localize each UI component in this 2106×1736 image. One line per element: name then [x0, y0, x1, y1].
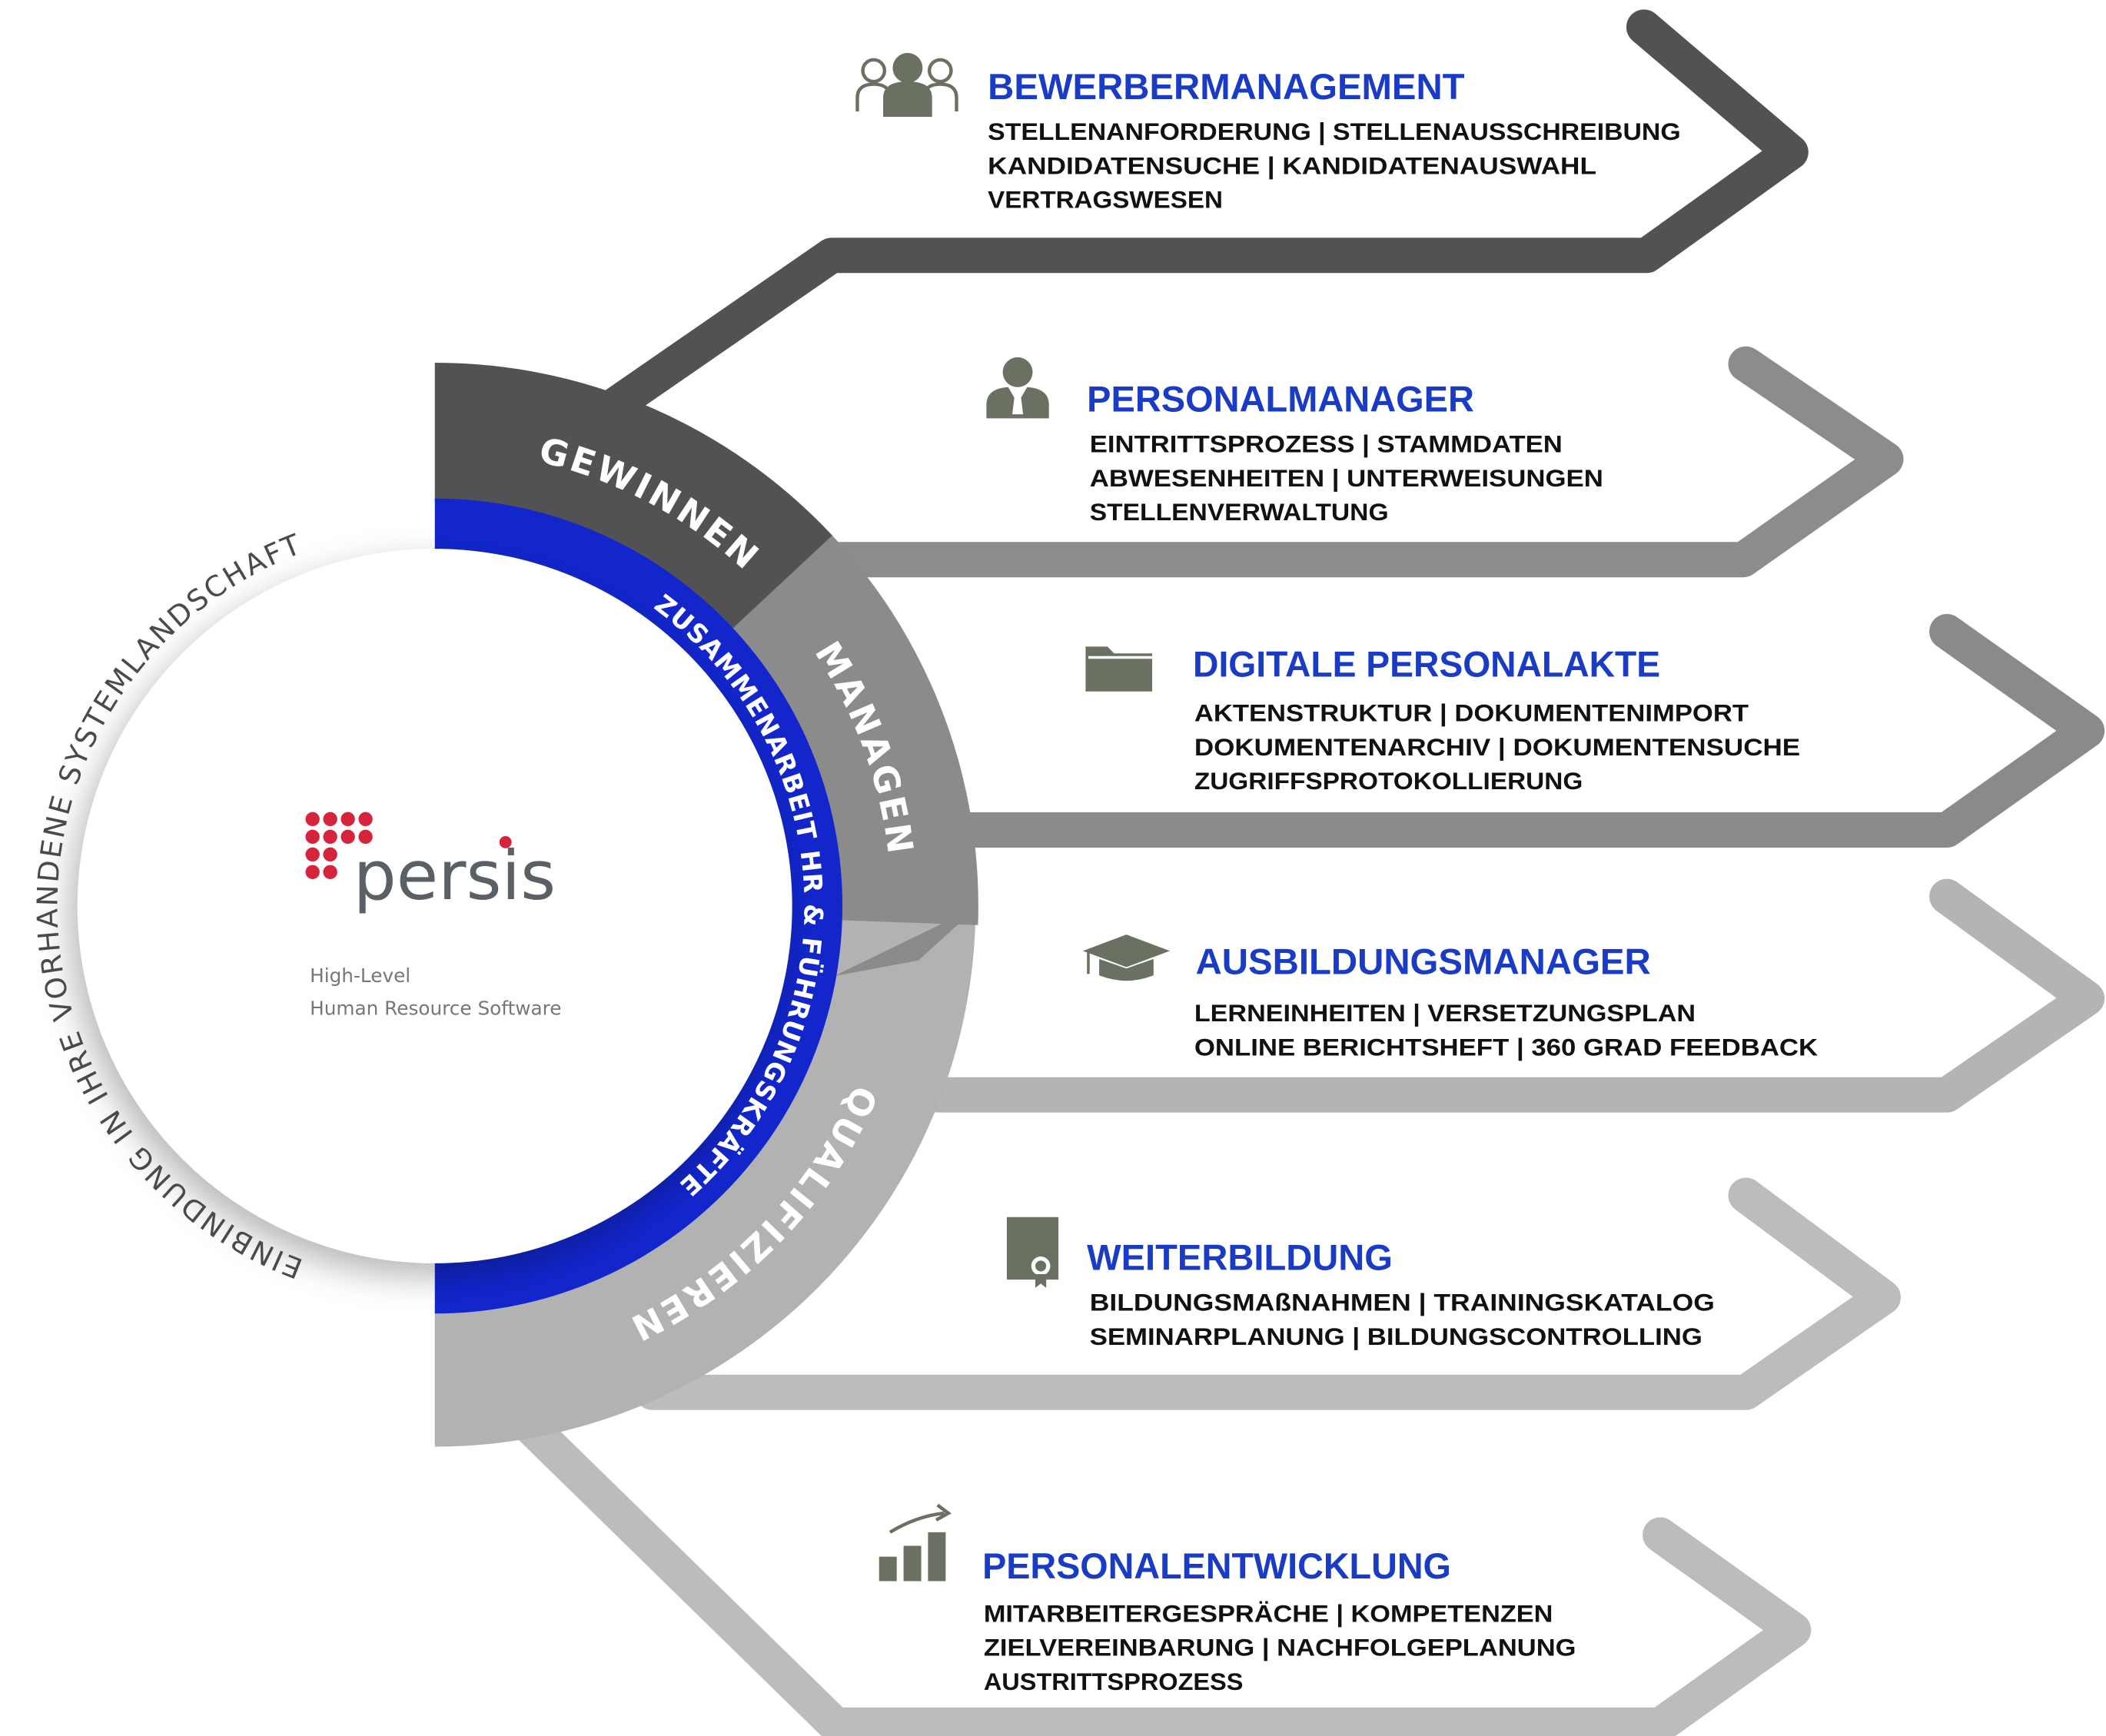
logo-dot	[358, 829, 373, 845]
folder-icon	[1085, 646, 1153, 692]
phase-segment-managen-tip	[833, 905, 978, 977]
module-personalentwicklung[interactable]: PERSONALENTWICKLUNG MITARBEITERGESPRÄCHE…	[982, 1546, 1576, 1695]
module-features-line: BILDUNGSMAßNAHMEN | TRAININGSKATALOG	[1090, 1289, 1715, 1316]
logo-dot	[305, 865, 320, 879]
module-features-line: AUSTRITTSPROZESS	[984, 1668, 1244, 1695]
module-title: PERSONALMANAGER	[1087, 380, 1474, 420]
module-features-line: AKTENSTRUKTUR | DOKUMENTENIMPORT	[1194, 699, 1749, 727]
module-bewerbermanagement[interactable]: BEWERBERMANAGEMENT STELLENANFORDERUNG | …	[988, 67, 1680, 213]
module-ausbildungsmanager[interactable]: AUSBILDUNGSMANAGER LERNEINHEITEN | VERSE…	[1194, 941, 1818, 1061]
band-personalmanager	[797, 346, 1904, 578]
center-disc-right	[434, 549, 791, 1263]
people-group-icon	[855, 52, 958, 118]
band-ausbildungsmanager	[919, 878, 2105, 1113]
band-digitale-personalakte	[933, 613, 2105, 848]
logo-dot	[323, 847, 337, 862]
logo-dot	[340, 812, 355, 827]
logo-tagline-1: High-Level	[310, 964, 410, 987]
module-title: WEITERBILDUNG	[1087, 1238, 1393, 1279]
module-features-line: ZIELVEREINBARUNG | NACHFOLGEPLANUNG	[984, 1634, 1576, 1661]
logo-dot	[305, 812, 320, 827]
module-personalmanager[interactable]: PERSONALMANAGER EINTRITTSPROZESS | STAMM…	[1087, 380, 1603, 526]
logo-dot	[305, 847, 320, 862]
persis-logo: persis High-Level Human Resource Softwar…	[305, 812, 562, 1019]
module-title: PERSONALENTWICKLUNG	[982, 1546, 1451, 1587]
logo-dot	[340, 829, 355, 845]
module-title: DIGITALE PERSONALAKTE	[1193, 644, 1660, 685]
logo-i-dot	[499, 835, 512, 848]
logo-dot	[323, 865, 337, 879]
module-features-line: STELLENANFORDERUNG | STELLENAUSSCHREIBUN…	[988, 118, 1680, 145]
module-features-line: LERNEINHEITEN | VERSETZUNGSPLAN	[1194, 999, 1696, 1027]
growth-chart-icon	[879, 1503, 952, 1582]
module-digitale-personalakte[interactable]: DIGITALE PERSONALAKTE AKTENSTRUKTUR | DO…	[1193, 644, 1800, 795]
module-weiterbildung[interactable]: WEITERBILDUNG BILDUNGSMAßNAHMEN | TRAINI…	[1087, 1238, 1715, 1350]
module-features-line: ZUGRIFFSPROTOKOLLIERUNG	[1194, 767, 1583, 795]
band-personalentwicklung	[512, 1409, 1812, 1736]
logo-dots-icon	[305, 812, 512, 879]
module-title: BEWERBERMANAGEMENT	[988, 67, 1464, 108]
phase-segment-gewinnen	[434, 362, 832, 630]
module-features-line: KANDIDATENSUCHE | KANDIDATENAUSWAHL	[988, 151, 1596, 179]
logo-dot	[323, 812, 337, 827]
phase-segment-managen	[716, 515, 978, 925]
collaboration-ring	[434, 498, 843, 1314]
module-features-line: EINTRITTSPROZESS | STAMMDATEN	[1090, 430, 1563, 458]
module-features-line: ONLINE BERICHTSHEFT | 360 GRAD FEEDBACK	[1194, 1033, 1818, 1061]
graduation-cap-icon	[1082, 934, 1171, 981]
logo-tagline-2: Human Resource Software	[310, 997, 561, 1019]
module-features-line: SEMINARPLANUNG | BILDUNGSCONTROLLING	[1090, 1323, 1702, 1350]
certificate-icon	[1006, 1217, 1059, 1288]
module-features-line: VERTRAGSWESEN	[988, 185, 1223, 213]
module-title: AUSBILDUNGSMANAGER	[1196, 941, 1651, 982]
band-bewerbermanagement	[593, 9, 1809, 426]
businessman-icon	[986, 357, 1049, 419]
logo-dot	[305, 829, 320, 845]
module-features-line: ABWESENHEITEN | UNTERWEISUNGEN	[1090, 464, 1603, 492]
logo-wordmark: persis	[354, 836, 556, 915]
logo-dot	[323, 829, 337, 845]
module-features-line: MITARBEITERGESPRÄCHE | KOMPETENZEN	[984, 1600, 1553, 1628]
module-features-line: DOKUMENTENARCHIV | DOKUMENTENSUCHE	[1194, 733, 1800, 761]
band-weiterbildung	[634, 1177, 1901, 1410]
module-features-line: STELLENVERWALTUNG	[1090, 498, 1389, 526]
logo-dot	[358, 812, 373, 827]
